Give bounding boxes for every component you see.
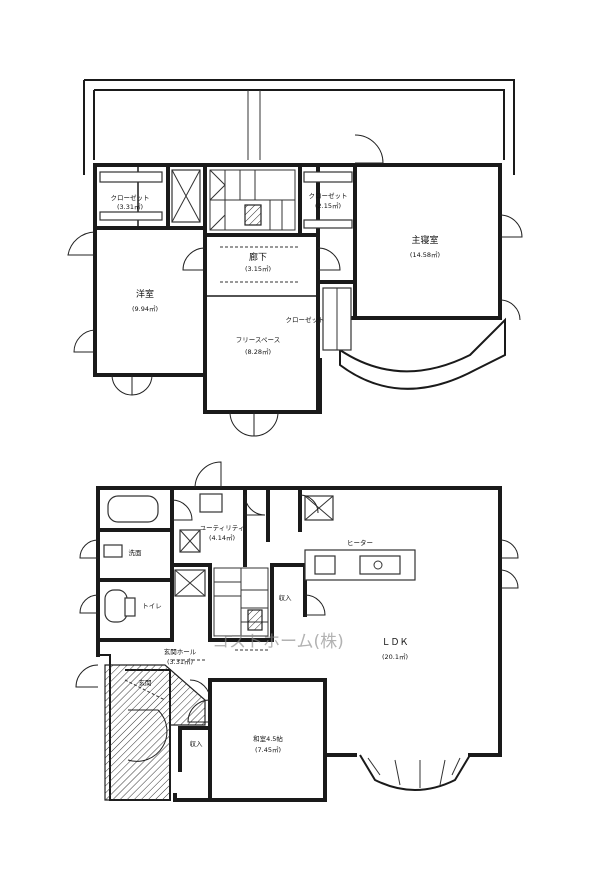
ldk-name: ＬＤＫ bbox=[381, 638, 408, 648]
free-space-name: フリースペース bbox=[236, 336, 280, 344]
storage-a-name: 収入 bbox=[279, 594, 293, 602]
balcony bbox=[83, 79, 515, 175]
entrance-porch bbox=[104, 664, 206, 801]
toilet-name: トイレ bbox=[142, 602, 162, 610]
hallway-name: 廊下 bbox=[249, 251, 267, 263]
bay-window bbox=[339, 317, 506, 390]
utility-name: ユーティリティ bbox=[200, 524, 245, 532]
utility-area: (4.14㎡) bbox=[209, 533, 235, 542]
master-bedroom-area: (14.58㎡) bbox=[410, 250, 440, 259]
upper-floor: 主寝室 (14.58㎡) 洋室 (9.94㎡) フリースペース (8.28㎡) … bbox=[67, 79, 523, 437]
closet-a-area: (3.31㎡) bbox=[117, 202, 143, 211]
hallway-area: (3.15㎡) bbox=[245, 264, 271, 273]
entrance-hall-name: 玄関ホール bbox=[164, 647, 197, 656]
washroom-name: 洗面 bbox=[129, 548, 143, 557]
heater-label: ヒーター bbox=[347, 538, 373, 547]
ldk-area: (20.1㎡) bbox=[382, 652, 408, 661]
lower-stair bbox=[213, 567, 269, 637]
japanese-room-name: 和室4.5帖 bbox=[253, 734, 283, 743]
watermark: コストホーム(株) bbox=[212, 632, 344, 652]
japanese-room-area: (7.45㎡) bbox=[255, 745, 281, 754]
entrance-name: 玄関 bbox=[139, 678, 152, 687]
closet-b-name: クローゼット bbox=[309, 191, 348, 200]
master-bedroom-name: 主寝室 bbox=[411, 234, 438, 246]
storage-b-name: 収入 bbox=[190, 740, 204, 748]
closet-a-name: クローゼット bbox=[111, 193, 150, 202]
western-room-area: (9.94㎡) bbox=[132, 304, 158, 313]
upper-outer-wall bbox=[93, 163, 502, 414]
lower-floor: ＬＤＫ (20.1㎡) 和室4.5帖 (7.45㎡) 玄関ホール (3.31㎡)… bbox=[75, 461, 519, 802]
western-room-name: 洋室 bbox=[136, 288, 154, 300]
ldk-bay-window bbox=[359, 754, 471, 791]
free-space-area: (8.28㎡) bbox=[245, 347, 271, 356]
upper-stair bbox=[209, 169, 296, 231]
closet-b-area: (2.15㎡) bbox=[315, 201, 341, 210]
closet-c-name: クローゼット bbox=[286, 315, 325, 324]
entrance-hall-area: (3.31㎡) bbox=[167, 657, 193, 666]
